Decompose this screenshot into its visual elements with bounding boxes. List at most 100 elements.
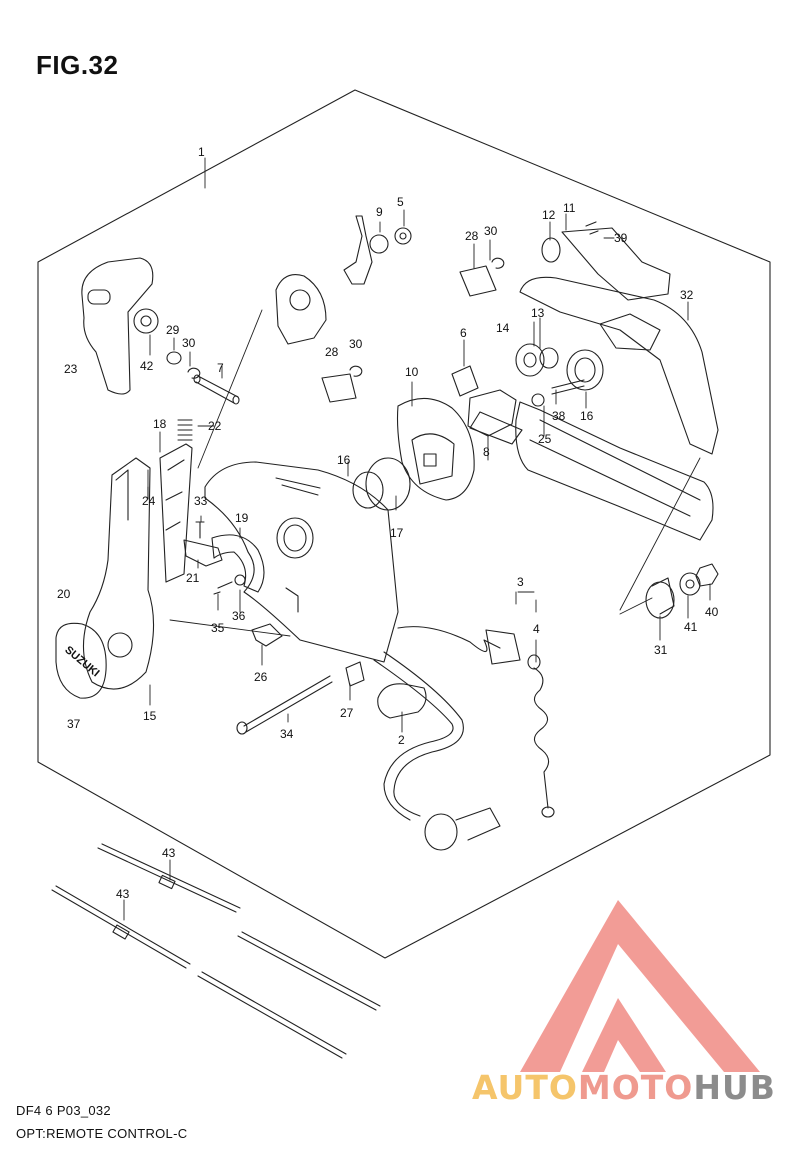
part-14-gear	[515, 343, 545, 377]
callout-28b: 28	[325, 345, 339, 359]
part-37-badge-cap	[55, 622, 107, 699]
callout-15: 15	[143, 709, 157, 723]
callout-21: 21	[186, 571, 200, 585]
housing-left-half	[204, 461, 399, 663]
callout-37: 37	[67, 717, 81, 731]
part-35-screw	[213, 581, 233, 595]
badge-suzuki-text: SUZUKI	[62, 644, 101, 680]
callout-38: 38	[552, 409, 566, 423]
callout-5: 5	[397, 195, 404, 209]
callout-16a: 16	[337, 453, 351, 467]
callout-42: 42	[140, 359, 154, 373]
part-25-washer	[531, 393, 545, 407]
logo-triangle	[520, 900, 760, 1072]
part-31-bushing	[645, 577, 675, 619]
callout-30b: 30	[484, 224, 498, 238]
part-43-cable-lower	[51, 885, 347, 1059]
callout-32: 32	[680, 288, 694, 302]
callout-19: 19	[235, 511, 249, 525]
part-23-handle-grip	[81, 257, 154, 395]
part-29-ring	[166, 351, 182, 365]
callout-labels: 1 2 3 4 5 6 7 8 9 10 11 12 13 14 15 16 1…	[57, 145, 719, 901]
callout-27: 27	[340, 706, 354, 720]
callout-16b: 16	[580, 409, 594, 423]
callout-9: 9	[376, 205, 383, 219]
brand-moto: MOTO	[577, 1068, 694, 1107]
part-15-lever-arm	[82, 457, 155, 690]
callout-26: 26	[254, 670, 268, 684]
part-41-washer	[679, 572, 701, 596]
part-22-spring	[177, 419, 193, 441]
part-36-roller	[234, 574, 246, 586]
callout-36: 36	[232, 609, 246, 623]
callout-12: 12	[542, 208, 556, 222]
callout-7: 7	[217, 361, 224, 375]
callout-4: 4	[533, 622, 540, 636]
part-17-ring	[365, 457, 411, 511]
watermark-logo	[520, 900, 760, 1072]
part-4-lanyard	[533, 667, 550, 809]
callout-17: 17	[390, 526, 404, 540]
part-34-screw	[236, 675, 333, 735]
figure-title: FIG.32	[36, 50, 119, 80]
part-5-washer	[394, 227, 412, 245]
callout-3: 3	[517, 575, 524, 589]
callout-11: 11	[563, 201, 576, 215]
callout-34: 34	[280, 727, 294, 741]
assembly-outline	[37, 89, 771, 959]
callout-20: 20	[57, 587, 71, 601]
part-16-ring-a	[352, 471, 384, 509]
callout-35: 35	[211, 621, 225, 635]
part-11-bracket	[561, 227, 671, 301]
callout-23: 23	[64, 362, 78, 376]
part-21-bracket	[183, 539, 223, 567]
part-7-pin	[193, 374, 240, 405]
brand-hub: HUB	[693, 1068, 776, 1107]
callout-10: 10	[405, 365, 419, 379]
callout-13: 13	[531, 306, 545, 320]
part-2-plate	[377, 683, 427, 719]
part-6-linkage	[451, 365, 517, 437]
callout-30c: 30	[349, 337, 363, 351]
part-39-screw	[585, 221, 599, 235]
brand-auto: AUTO	[472, 1068, 578, 1107]
part-43-cable-upper	[97, 843, 381, 1011]
part-18-slider-plate	[159, 443, 193, 583]
callout-8: 8	[483, 445, 490, 459]
part-28-block-a	[321, 373, 357, 403]
part-9-lever	[343, 215, 373, 285]
callout-40: 40	[705, 605, 719, 619]
part-38-bolt	[551, 379, 585, 395]
callout-24: 24	[142, 494, 156, 508]
leader-lines	[123, 157, 711, 921]
callout-28a: 28	[465, 229, 479, 243]
callout-33: 33	[194, 494, 208, 508]
part-10-cam	[396, 397, 475, 501]
part-40-nut	[695, 563, 719, 587]
part-19-detent-plate	[211, 534, 265, 593]
part-8-link	[469, 411, 523, 445]
callout-29: 29	[166, 323, 180, 337]
part-13-ring	[539, 347, 559, 369]
callout-43a: 43	[162, 846, 176, 860]
wire-harness	[373, 626, 521, 851]
callout-31: 31	[654, 643, 668, 657]
part-26-clip	[251, 623, 283, 647]
part-16-ring-b	[566, 349, 604, 391]
callout-2: 2	[398, 733, 405, 747]
part-30-clip-b	[349, 365, 363, 377]
part-42-washer	[133, 308, 159, 334]
housing-right-half	[515, 276, 719, 541]
callout-30a: 30	[182, 336, 196, 350]
callout-25: 25	[538, 432, 552, 446]
part-9-washer	[369, 234, 389, 254]
figure-caption: OPT:REMOTE CONTROL-C	[16, 1126, 188, 1141]
part-30-clip-a	[187, 367, 201, 379]
part-33-screw	[195, 521, 205, 539]
watermark-brand: AUTOMOTOHUB	[472, 1068, 776, 1107]
part-27-block	[345, 661, 365, 687]
callout-6: 6	[460, 326, 467, 340]
part-30-clip-c	[491, 257, 505, 269]
callout-41: 41	[684, 620, 698, 634]
